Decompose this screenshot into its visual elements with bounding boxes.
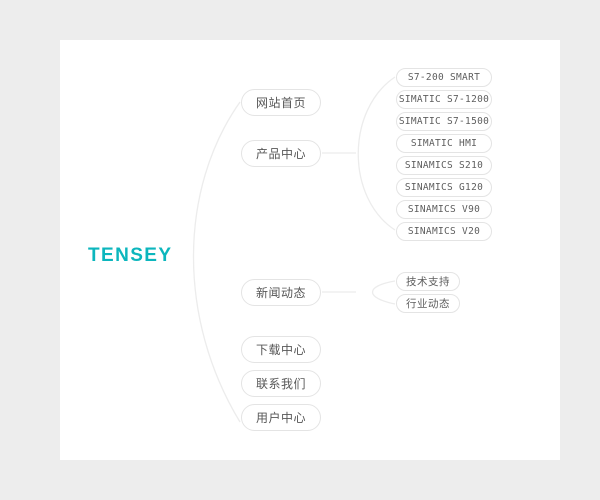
node-leaf-sinamics-v20[interactable]: SINAMICS V20 bbox=[396, 222, 492, 241]
edge-root-spine bbox=[192, 101, 241, 423]
node-leaf-simatic-s7-1500[interactable]: SIMATIC S7-1500 bbox=[396, 112, 492, 131]
node-main-downloads[interactable]: 下载中心 bbox=[241, 336, 321, 363]
node-main-news[interactable]: 新闻动态 bbox=[241, 279, 321, 306]
node-leaf-sinamics-v90[interactable]: SINAMICS V90 bbox=[396, 200, 492, 219]
node-leaf-simatic-hmi[interactable]: SIMATIC HMI bbox=[396, 134, 492, 153]
node-leaf-sinamics-s210[interactable]: SINAMICS S210 bbox=[396, 156, 492, 175]
edge-news-arc bbox=[372, 280, 396, 305]
node-leaf-simatic-s7-1200[interactable]: SIMATIC S7-1200 bbox=[396, 90, 492, 109]
node-leaf-sinamics-g120[interactable]: SINAMICS G120 bbox=[396, 178, 492, 197]
node-leaf-industry-news[interactable]: 行业动态 bbox=[396, 294, 460, 313]
node-main-home[interactable]: 网站首页 bbox=[241, 89, 321, 116]
mindmap-canvas: TENSEY 网站首页 产品中心 新闻动态 下载中心 联系我们 用户中心 S7-… bbox=[60, 40, 560, 460]
node-main-user-center[interactable]: 用户中心 bbox=[241, 404, 321, 431]
node-leaf-s7-200-smart[interactable]: S7-200 SMART bbox=[396, 68, 492, 87]
edge-product-arc bbox=[357, 76, 396, 231]
brand-logo: TENSEY bbox=[88, 245, 173, 266]
node-main-contact[interactable]: 联系我们 bbox=[241, 370, 321, 397]
node-leaf-tech-support[interactable]: 技术支持 bbox=[396, 272, 460, 291]
node-main-products[interactable]: 产品中心 bbox=[241, 140, 321, 167]
